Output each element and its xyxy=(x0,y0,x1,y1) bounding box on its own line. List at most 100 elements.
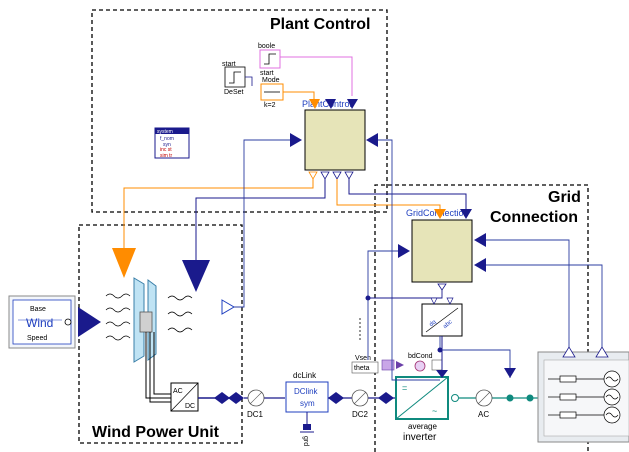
theta-label: theta xyxy=(354,365,370,372)
pitch-input-arrow[interactable] xyxy=(112,248,136,278)
inverter-control-arrow[interactable] xyxy=(436,370,448,378)
ac-node-1[interactable] xyxy=(506,394,514,402)
deset-step-block[interactable]: start DeSet xyxy=(222,61,246,96)
dc-port-right[interactable] xyxy=(228,392,244,404)
dc2-sensor[interactable] xyxy=(351,389,369,407)
pitch-command-wire xyxy=(123,179,314,248)
grid-controller-output[interactable] xyxy=(437,283,447,291)
dclink-block[interactable]: DClink sym xyxy=(285,381,329,413)
ac-meas-arrow[interactable] xyxy=(504,368,516,378)
torque-input-arrow[interactable] xyxy=(182,260,210,292)
plant-controller-label: PlantControl xyxy=(302,99,352,109)
junction-1 xyxy=(365,295,371,301)
plant-control-frame xyxy=(91,9,388,213)
wind-source-main-label: Wind xyxy=(26,316,53,330)
dclink-block-line2: sym xyxy=(300,399,315,408)
boole-top-label: boole xyxy=(258,43,275,50)
acdc-bottom-label: DC xyxy=(185,403,195,410)
mod-in-2[interactable] xyxy=(446,297,454,305)
boole-bottom-label: start xyxy=(260,70,274,77)
grid-feedback-wire xyxy=(378,139,440,381)
pc-out-3[interactable] xyxy=(332,171,342,180)
wind-input-arrow[interactable] xyxy=(78,307,101,337)
ground-label: grd xyxy=(302,436,309,446)
wind-source-top-label: Base xyxy=(30,306,46,313)
plant-control-title: Plant Control xyxy=(270,16,370,33)
dc1-label: DC1 xyxy=(247,410,264,419)
pc-out-2[interactable] xyxy=(320,171,330,180)
dc2-label: DC2 xyxy=(352,410,369,419)
bdcond-block[interactable] xyxy=(381,359,443,372)
wind-source-output-port[interactable] xyxy=(64,318,72,326)
mode-constant-block[interactable]: Mode k=2 xyxy=(260,77,284,109)
plant-controller-input-blue[interactable] xyxy=(325,99,336,109)
ac-node-2[interactable] xyxy=(526,394,534,402)
system-line-5: sim tr xyxy=(160,153,173,159)
system-line-2: f_nom xyxy=(160,136,174,142)
plant-controller-left-input[interactable] xyxy=(290,133,302,147)
wind-power-unit-title: Wind Power Unit xyxy=(92,424,220,441)
grid-controller-right-input-2[interactable] xyxy=(474,258,486,272)
ground-symbol[interactable] xyxy=(300,424,314,433)
grid-controller-right-input-1[interactable] xyxy=(474,233,486,247)
speed-feedback-wire xyxy=(234,139,290,308)
wind-source-block[interactable]: Base Wind Speed xyxy=(8,295,76,349)
grid-meas-wire-1 xyxy=(486,239,570,347)
plant-controller-right-input[interactable] xyxy=(366,133,378,147)
grid-source-block[interactable] xyxy=(537,351,629,443)
wind-turbine-icon xyxy=(105,277,193,363)
acdc-top-label: AC xyxy=(173,388,183,395)
inverter-name-label: inverter xyxy=(403,432,437,443)
modulator-block[interactable]: dq abc xyxy=(421,303,463,337)
ac-sensor[interactable] xyxy=(475,389,493,407)
svg-text:dq: dq xyxy=(429,319,438,328)
turbine-wire-1 xyxy=(145,332,171,399)
mode-bottom-label: k=2 xyxy=(264,102,276,109)
pc-out-1[interactable] xyxy=(308,171,318,180)
turbine-wire-3 xyxy=(153,332,171,395)
boole-wire xyxy=(280,56,353,96)
turbine-wire-2 xyxy=(149,332,171,403)
grid-controller-input-blue[interactable] xyxy=(460,209,472,219)
speed-output-triangle[interactable] xyxy=(221,299,235,315)
inverter-average-label: average xyxy=(408,422,437,431)
grid-out-wire xyxy=(368,290,443,299)
dc1-sensor[interactable] xyxy=(247,389,265,407)
grid-controller-block[interactable] xyxy=(411,219,473,283)
grid-controller-left-input[interactable] xyxy=(398,244,410,258)
boole-step-block[interactable]: boole start xyxy=(258,43,281,77)
grid-connection-title-line2: Connection xyxy=(490,209,578,226)
wind-source-bottom-label: Speed xyxy=(27,335,47,342)
acdc-converter-block[interactable]: AC DC xyxy=(170,382,199,412)
bdcond-label: bdCond xyxy=(408,353,433,360)
grid-output-triangle-2[interactable] xyxy=(595,346,609,358)
dc-port-mid[interactable] xyxy=(328,392,344,404)
plant-controller-input-orange[interactable] xyxy=(309,99,320,109)
inverter-dc-port[interactable] xyxy=(378,392,394,404)
junction-2 xyxy=(437,347,443,353)
dclink-block-line1: DClink xyxy=(294,387,319,396)
grid-connection-frame xyxy=(374,184,589,452)
plant-controller-input-blue-2[interactable] xyxy=(347,99,358,109)
vsen-label: Vsen xyxy=(355,355,371,362)
grid-output-triangle-1[interactable] xyxy=(562,346,576,358)
system-line-4: inc st xyxy=(160,147,172,153)
plant-controller-block[interactable] xyxy=(304,109,366,171)
grid-controller-input-orange[interactable] xyxy=(434,209,446,219)
torque-command-wire xyxy=(195,179,326,260)
svg-text:abc: abc xyxy=(442,319,453,330)
deset-top-label: start xyxy=(222,61,236,68)
grid-meas-wire-2 xyxy=(486,264,603,347)
theta-block[interactable]: theta xyxy=(351,361,379,374)
inverter-block[interactable]: = ~ xyxy=(395,376,449,420)
mod-in-1[interactable] xyxy=(430,297,438,305)
vsen-wire xyxy=(367,250,398,360)
dc-port-left[interactable] xyxy=(214,392,230,404)
system-line-3: syn xyxy=(163,142,171,148)
inverter-ac-port[interactable] xyxy=(451,394,459,402)
svg-text:~: ~ xyxy=(432,406,437,416)
ac-label: AC xyxy=(478,410,489,419)
pc-out-4[interactable] xyxy=(344,171,354,180)
system-block[interactable] xyxy=(154,127,190,159)
